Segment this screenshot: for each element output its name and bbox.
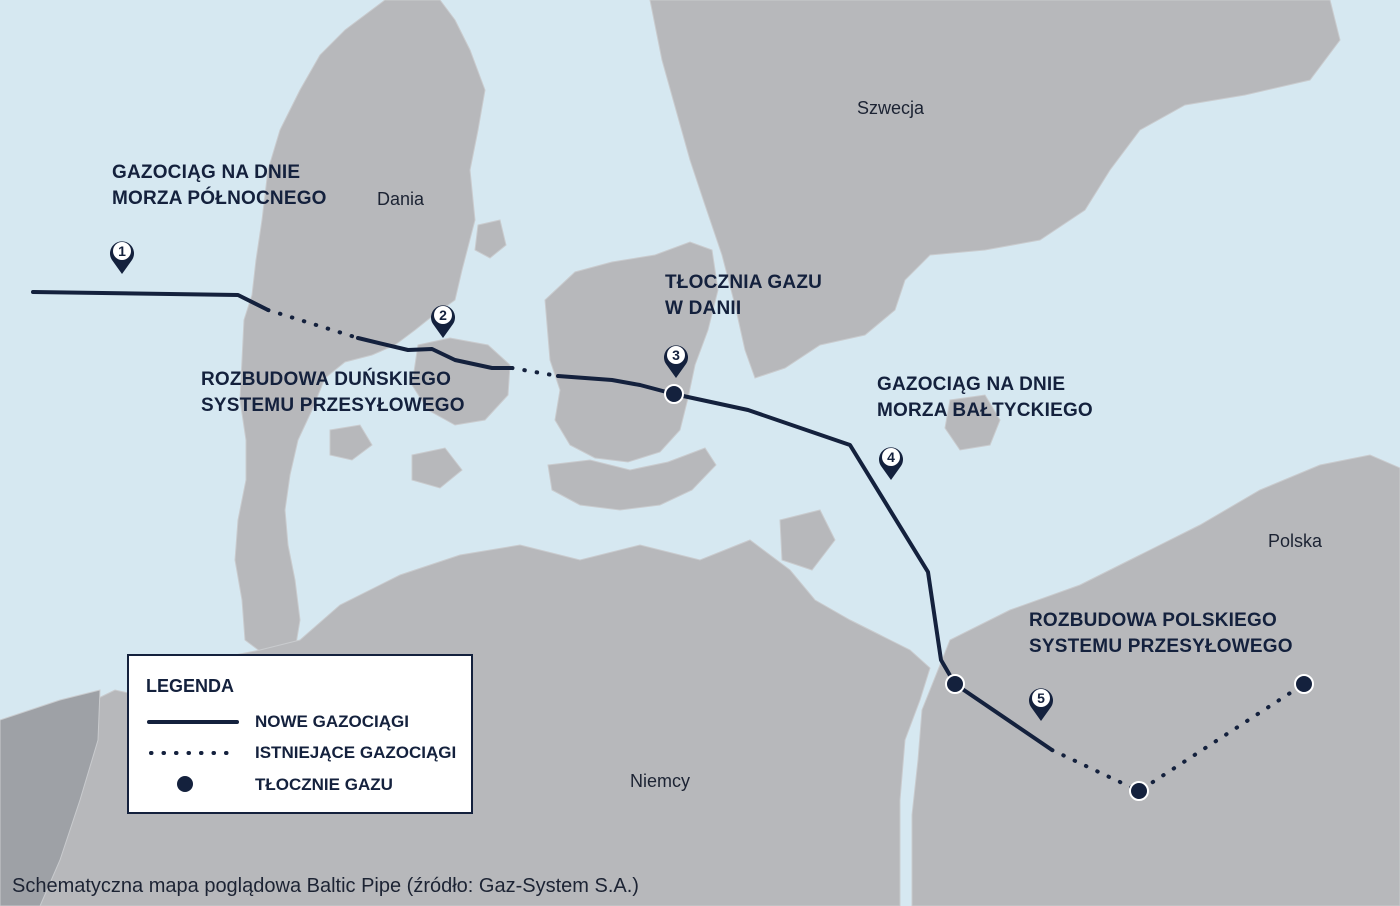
- callout-baltic-sea: GAZOCIĄG NA DNIE MORZA BAŁTYCKIEGO: [877, 372, 1093, 424]
- pipeline-danish-onshore: [356, 336, 514, 370]
- label-sweden: Szwecja: [857, 98, 925, 118]
- pipeline-north-sea: [31, 290, 270, 312]
- label-poland: Polska: [1268, 531, 1323, 551]
- map-pin-icon: 2: [431, 305, 455, 338]
- map-pin-2-number: 2: [439, 307, 447, 323]
- map-pin-3[interactable]: 3: [661, 340, 691, 380]
- land-bornholm: [944, 394, 1001, 451]
- label-denmark: Dania: [377, 189, 425, 209]
- legend-existing-pipelines: ISTNIEJĄCE GAZOCIĄGI: [255, 743, 457, 762]
- map-pin-icon: 4: [879, 447, 903, 480]
- map-legend: LEGENDA NOWE GAZOCIĄGI ISTNIEJĄCE GAZOCI…: [127, 654, 473, 814]
- map-pin-4[interactable]: 4: [876, 442, 906, 482]
- legend-solid-line-icon: [147, 720, 239, 724]
- legend-dotted-line-icon: [149, 751, 237, 755]
- map-pin-1[interactable]: 1: [107, 236, 137, 276]
- compressor-station-east: [1294, 674, 1314, 694]
- pipeline-zealand: [556, 374, 676, 396]
- callout-baltic-sea-line1: GAZOCIĄG NA DNIE: [877, 374, 1066, 395]
- land-islet-c: [411, 447, 463, 489]
- legend-station-dot-icon: [177, 776, 193, 792]
- compressor-station-coast: [945, 674, 965, 694]
- map-pin-3-number: 3: [672, 347, 680, 363]
- map-pin-1-number: 1: [118, 243, 126, 259]
- legend-compressor-stations: TŁOCZNIE GAZU: [255, 775, 393, 794]
- legend-new-pipelines: NOWE GAZOCIĄGI: [255, 712, 409, 731]
- map-pin-icon: 3: [664, 345, 688, 378]
- callout-baltic-sea-line2: MORZA BAŁTYCKIEGO: [877, 400, 1093, 421]
- callout-north-sea-line1: GAZOCIĄG NA DNIE: [112, 162, 301, 183]
- callout-north-sea: GAZOCIĄG NA DNIE MORZA PÓŁNOCNEGO: [112, 160, 327, 212]
- callout-danish-compressor-line2: W DANII: [665, 298, 742, 319]
- land-islet-d: [779, 509, 836, 571]
- callout-polish-system-line2: SYSTEMU PRZESYŁOWEGO: [1029, 636, 1293, 657]
- map-caption: Schematyczna mapa poglądowa Baltic Pipe …: [12, 875, 639, 897]
- land-sweden: [649, 0, 1341, 379]
- callout-danish-compressor-line1: TŁOCZNIA GAZU: [665, 272, 823, 293]
- compressor-station-denmark: [664, 384, 684, 404]
- legend-title: LEGENDA: [146, 676, 235, 696]
- callout-danish-compressor: TŁOCZNIA GAZU W DANII: [665, 270, 822, 322]
- land-funen: [411, 337, 511, 426]
- existing-pipeline-polish: [1050, 682, 1306, 794]
- land-westcoast: [0, 689, 101, 906]
- land-islet-a: [329, 424, 373, 461]
- callout-polish-system-line1: ROZBUDOWA POLSKIEGO: [1029, 610, 1277, 631]
- callout-polish-system: ROZBUDOWA POLSKIEGO SYSTEMU PRZESYŁOWEGO: [1029, 608, 1293, 660]
- map-pin-5[interactable]: 5: [1026, 683, 1056, 723]
- pipeline-polish-onshore: [953, 682, 1054, 752]
- pipeline-baltic-sea: [672, 392, 957, 686]
- label-germany: Niemcy: [630, 771, 691, 791]
- land-jutland: [234, 0, 486, 656]
- callout-north-sea-line2: MORZA PÓŁNOCNEGO: [112, 188, 327, 209]
- existing-pipeline-danish-2: [510, 366, 560, 378]
- compressor-station-south: [1129, 781, 1149, 801]
- map-pin-icon: 1: [110, 241, 134, 274]
- map-pin-4-number: 4: [887, 449, 895, 465]
- map-pin-2[interactable]: 2: [428, 300, 458, 340]
- callout-danish-system: ROZBUDOWA DUŃSKIEGO SYSTEMU PRZESYŁOWEGO: [201, 367, 465, 419]
- land-poland: [911, 454, 1400, 906]
- land-lolland: [547, 447, 717, 511]
- callout-danish-system-line1: ROZBUDOWA DUŃSKIEGO: [201, 369, 452, 390]
- callout-danish-system-line2: SYSTEMU PRZESYŁOWEGO: [201, 395, 465, 416]
- map-pin-5-number: 5: [1037, 690, 1045, 706]
- map-pin-icon: 5: [1029, 688, 1053, 721]
- land-islet-b: [474, 219, 507, 259]
